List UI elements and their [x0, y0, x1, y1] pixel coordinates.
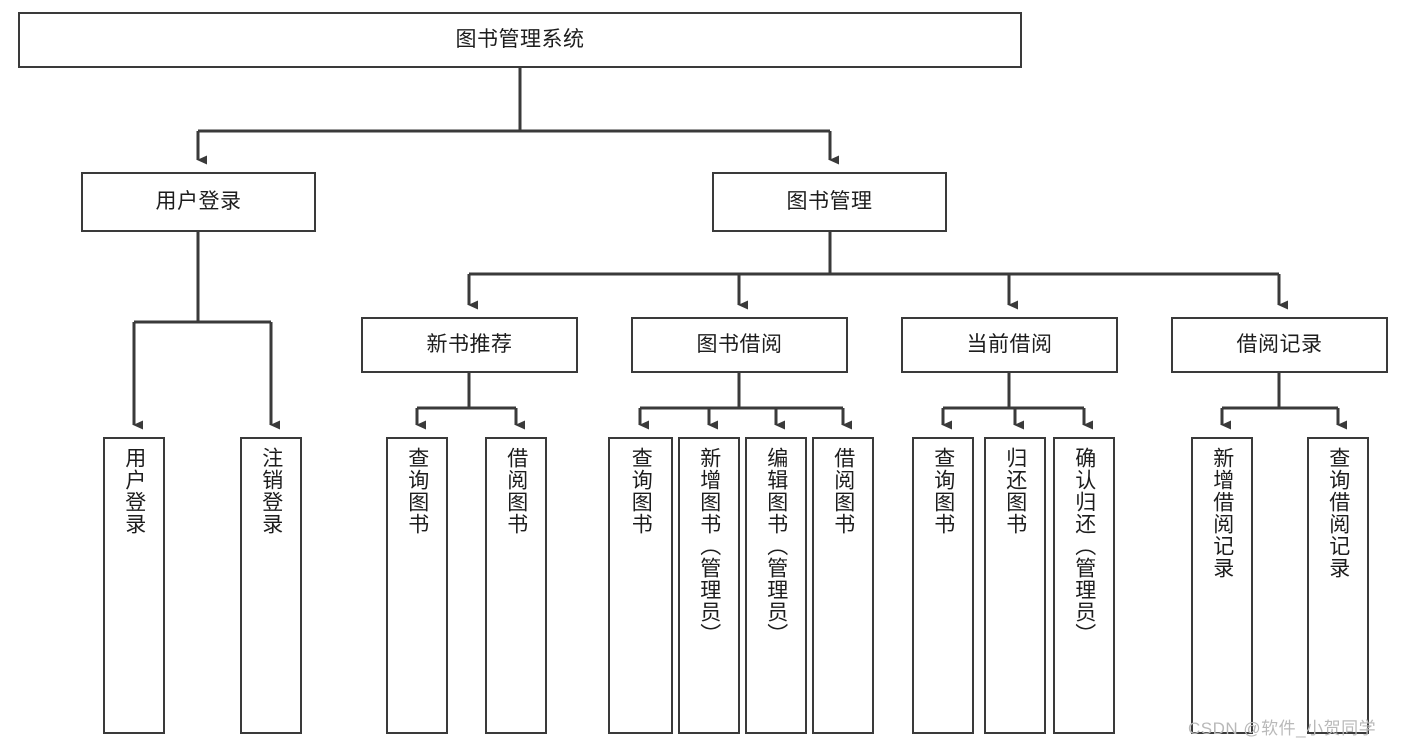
leaf-query-book-borrow-label: 查询图书 [629, 447, 653, 535]
leaf-borrow-book-rec[interactable]: 借阅图书 [485, 437, 547, 734]
node-current-borrow[interactable]: 当前借阅 [901, 317, 1118, 373]
leaf-query-book-current-label: 查询图书 [931, 447, 955, 535]
leaf-add-book-label: 新增图书（管理员） [697, 447, 721, 645]
node-book-borrow-label: 图书借阅 [696, 332, 783, 356]
leaf-add-borrow-record-label: 新增借阅记录 [1210, 447, 1234, 579]
leaf-borrow-book-rec-label: 借阅图书 [504, 447, 528, 535]
node-new-book-recommend-label: 新书推荐 [426, 332, 513, 356]
node-book-management[interactable]: 图书管理 [712, 172, 947, 232]
leaf-return-book-label: 归还图书 [1003, 447, 1027, 535]
leaf-edit-book[interactable]: 编辑图书（管理员） [745, 437, 807, 734]
node-book-management-label: 图书管理 [786, 189, 873, 213]
node-borrow-record-label: 借阅记录 [1236, 332, 1323, 356]
node-user-login[interactable]: 用户登录 [81, 172, 316, 232]
node-borrow-record[interactable]: 借阅记录 [1171, 317, 1388, 373]
node-root[interactable]: 图书管理系统 [18, 12, 1022, 68]
node-new-book-recommend[interactable]: 新书推荐 [361, 317, 578, 373]
leaf-borrow-book[interactable]: 借阅图书 [812, 437, 874, 734]
leaf-user-logout-label: 注销登录 [259, 447, 283, 535]
leaf-add-borrow-record[interactable]: 新增借阅记录 [1191, 437, 1253, 734]
leaf-add-book[interactable]: 新增图书（管理员） [678, 437, 740, 734]
leaf-query-book-rec[interactable]: 查询图书 [386, 437, 448, 734]
leaf-edit-book-label: 编辑图书（管理员） [764, 447, 788, 645]
node-current-borrow-label: 当前借阅 [966, 332, 1053, 356]
leaf-confirm-return[interactable]: 确认归还（管理员） [1053, 437, 1115, 734]
leaf-borrow-book-label: 借阅图书 [831, 447, 855, 535]
leaf-query-borrow-record-label: 查询借阅记录 [1326, 447, 1350, 579]
leaf-query-book-current[interactable]: 查询图书 [912, 437, 974, 734]
leaf-user-logout[interactable]: 注销登录 [240, 437, 302, 734]
node-user-login-label: 用户登录 [155, 189, 242, 213]
leaf-user-login[interactable]: 用户登录 [103, 437, 165, 734]
leaf-confirm-return-label: 确认归还（管理员） [1072, 447, 1096, 645]
watermark-text: CSDN @软件_小贺同学 [1188, 719, 1377, 738]
leaf-user-login-label: 用户登录 [122, 447, 146, 535]
node-root-label: 图书管理系统 [455, 27, 585, 51]
leaf-return-book[interactable]: 归还图书 [984, 437, 1046, 734]
node-book-borrow[interactable]: 图书借阅 [631, 317, 848, 373]
leaf-query-book-borrow[interactable]: 查询图书 [608, 437, 673, 734]
leaf-query-borrow-record[interactable]: 查询借阅记录 [1307, 437, 1369, 734]
leaf-query-book-rec-label: 查询图书 [405, 447, 429, 535]
